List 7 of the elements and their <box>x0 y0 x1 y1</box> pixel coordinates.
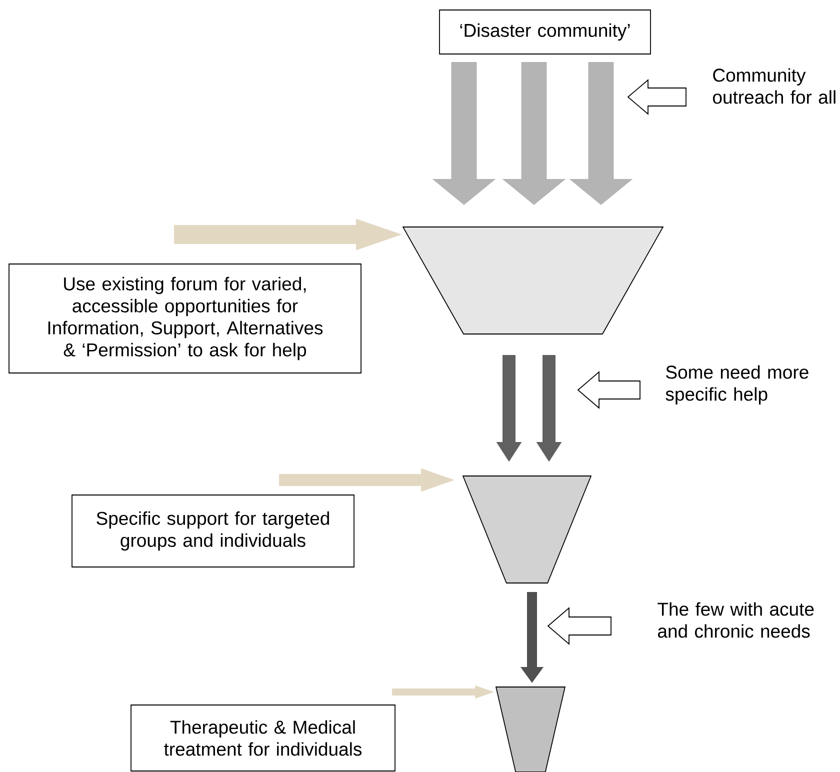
text-box: Therapeutic & Medical treatment for individuals <box>130 704 396 772</box>
annotation-text: Community outreach for all <box>712 68 836 104</box>
annotation-text: The few with acute and chronic needs <box>658 602 814 638</box>
text-box: Use existing forum for varied, accessible opportunities for Information, Support, Alternatives & ‘Permission’ to ask for help <box>8 264 362 374</box>
text-box: ‘Disaster community’ <box>439 10 651 54</box>
text-box: Specific support for targeted groups and individuals <box>72 494 354 568</box>
annotation-text: Some need more specific help <box>666 365 808 404</box>
